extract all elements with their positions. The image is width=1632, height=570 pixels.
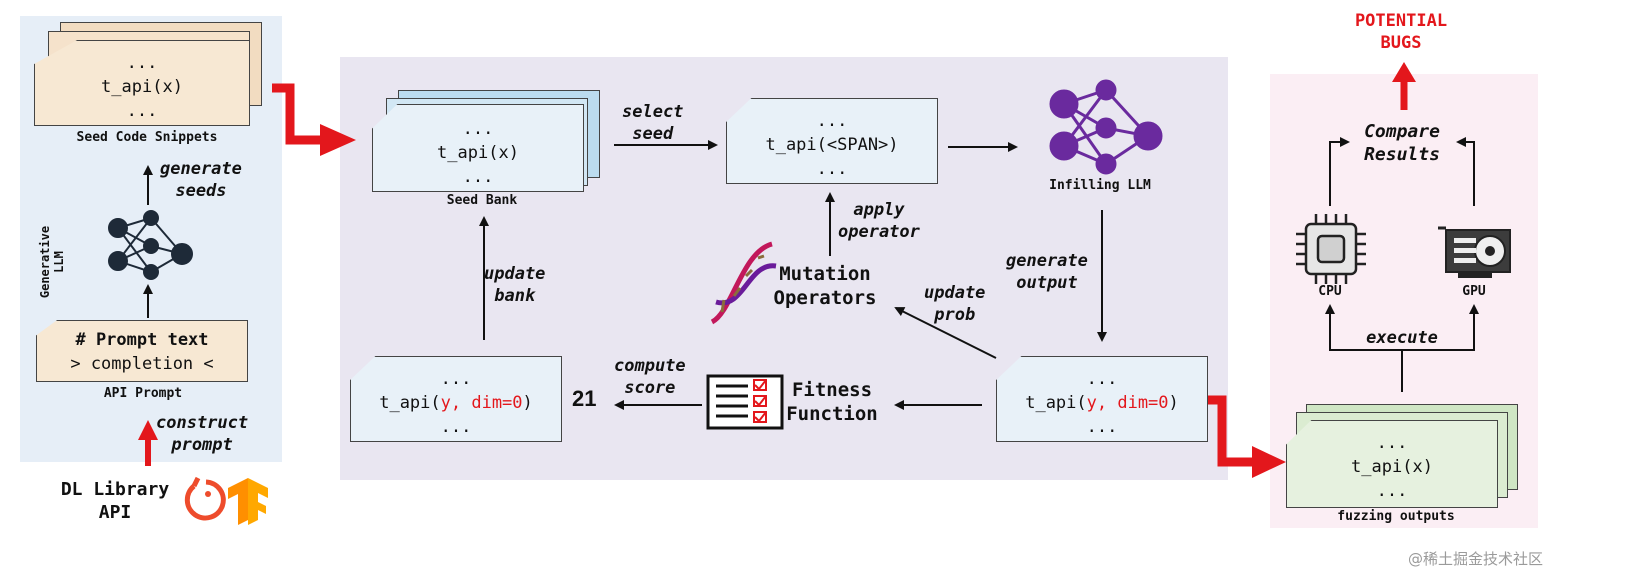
output-line3: ... xyxy=(1086,417,1118,437)
fitness-function-label: Fitness Function xyxy=(786,379,878,425)
arrow-gpu-to-compare xyxy=(1456,137,1475,206)
scored-prefix: t_api( xyxy=(379,393,441,413)
seed-snippet-line1: ... xyxy=(126,53,158,73)
red-arrowhead-bugs xyxy=(1392,62,1416,82)
output-args: y, dim=0 xyxy=(1086,393,1169,413)
update-bank-label: update bank xyxy=(484,264,546,306)
red-arrow-output-to-fuzz xyxy=(1208,395,1258,467)
compute-score-label: compute score xyxy=(614,356,686,398)
api-prompt-doc: # Prompt text > completion < xyxy=(36,320,248,382)
scored-doc: ... t_api(y, dim=0) ... xyxy=(350,356,562,442)
infilling-llm-icon xyxy=(1049,79,1163,175)
compare-results-label: Compare Results xyxy=(1364,121,1440,165)
update-prob-label: update prob xyxy=(924,283,986,325)
red-arrowhead-fuzz xyxy=(1252,446,1286,478)
cpu-chip-icon xyxy=(1296,214,1366,284)
checklist-icon xyxy=(706,374,784,430)
arrow-update-prob xyxy=(894,307,997,359)
output-prefix: t_api( xyxy=(1025,393,1087,413)
seed-snippet-line3: ... xyxy=(126,101,158,121)
span-line1: ... xyxy=(816,111,848,131)
seed-bank-line2: t_api(x) xyxy=(437,143,519,163)
scored-line3: ... xyxy=(440,417,472,437)
fuzzing-line2: t_api(x) xyxy=(1351,457,1433,477)
api-prompt-caption: API Prompt xyxy=(103,386,183,401)
scored-suffix: ) xyxy=(522,393,533,413)
span-line3: ... xyxy=(816,159,848,179)
seed-bank-doc: ... t_api(x) ... xyxy=(372,104,584,192)
gpu-label: GPU xyxy=(1462,284,1486,299)
seed-code-snippet: ... t_api(x) ... xyxy=(34,40,250,126)
generative-llm-icon xyxy=(108,210,193,280)
span-line2: t_api(<SPAN>) xyxy=(765,135,899,155)
red-arrowhead-dl xyxy=(138,420,158,440)
fuzzing-doc: ... t_api(x) ... xyxy=(1286,420,1498,508)
dna-icon xyxy=(710,241,777,325)
cpu-label: CPU xyxy=(1318,284,1342,299)
watermark: @稀土掘金技术社区 xyxy=(1408,550,1544,568)
generate-seeds-label: generate seeds xyxy=(160,159,242,201)
tensorflow-logo-icon xyxy=(228,478,268,525)
mutation-operators-label: Mutation Operators xyxy=(773,263,877,309)
fuzzing-outputs-caption: fuzzing outputs xyxy=(1337,509,1455,524)
seed-bank-line3: ... xyxy=(462,167,494,187)
scored-line1: ... xyxy=(440,369,472,389)
seed-bank-caption: Seed Bank xyxy=(446,193,518,208)
gpu-card-icon xyxy=(1438,226,1511,278)
seed-snippet-line2: t_api(x) xyxy=(101,77,183,97)
seed-bank-line1: ... xyxy=(462,119,494,139)
pytorch-logo-icon xyxy=(184,476,226,521)
arrow-execute-to-gpu xyxy=(1402,304,1479,351)
fitness-score: 21 xyxy=(572,386,597,411)
arrow-execute-to-cpu xyxy=(1325,304,1402,351)
fuzzing-line3: ... xyxy=(1376,481,1408,501)
construct-prompt-label: construct prompt xyxy=(156,413,249,455)
arrow-cpu-to-compare xyxy=(1329,137,1350,206)
seed-code-snippets-caption: Seed Code Snippets xyxy=(76,130,218,145)
infilling-llm-caption: Infilling LLM xyxy=(1049,178,1151,193)
scored-line2: t_api(y, dim=0) xyxy=(351,391,561,415)
output-line1: ... xyxy=(1086,369,1118,389)
output-suffix: ) xyxy=(1168,393,1179,413)
generate-output-label: generate output xyxy=(1006,251,1088,293)
execute-label: execute xyxy=(1366,328,1438,348)
apply-operator-label: apply operator xyxy=(838,200,920,242)
potential-bugs-label: POTENTIAL BUGS xyxy=(1354,11,1448,53)
red-arrowhead-bank xyxy=(320,124,356,156)
output-doc: ... t_api(y, dim=0) ... xyxy=(996,356,1208,442)
scored-args: y, dim=0 xyxy=(440,393,523,413)
prompt-line2: > completion < xyxy=(70,354,214,374)
red-arrow-seeds-to-bank xyxy=(272,83,328,145)
fuzzing-line1: ... xyxy=(1376,433,1408,453)
dl-library-label: DL Library API xyxy=(60,479,170,523)
output-line2: t_api(y, dim=0) xyxy=(997,391,1207,415)
prompt-line1: # Prompt text xyxy=(75,330,209,350)
span-doc: ... t_api(<SPAN>) ... xyxy=(726,98,938,184)
select-seed-label: select seed xyxy=(622,102,684,144)
